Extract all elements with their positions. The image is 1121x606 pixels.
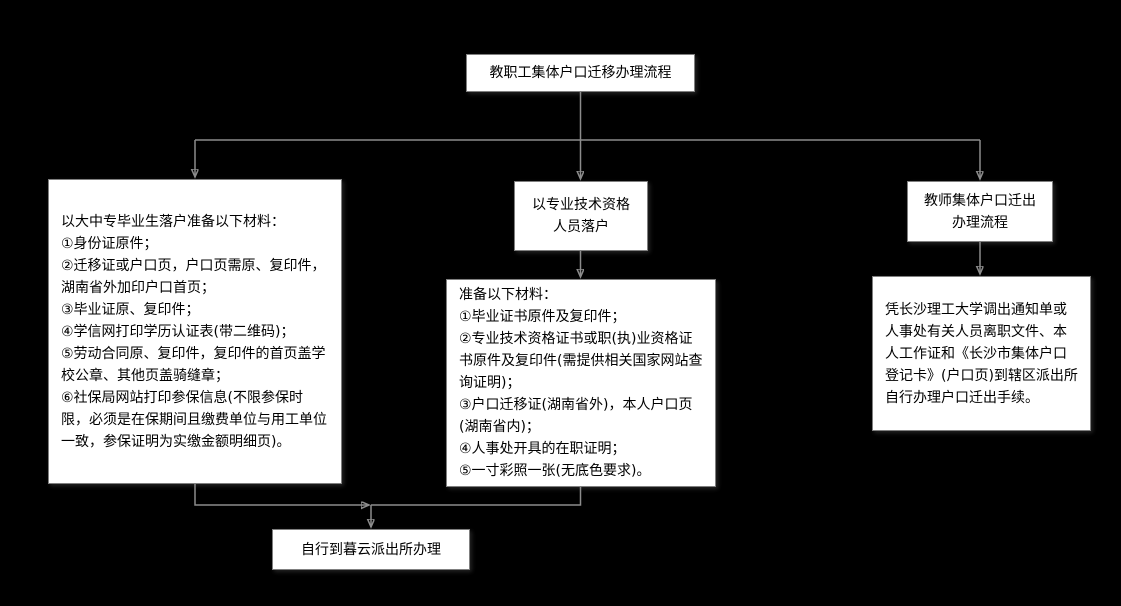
node-moveout-procedure: 凭长沙理工大学调出通知单或人事处有关人员离职文件、本人工作证和《长沙市集体户口登… xyxy=(872,276,1091,431)
node-tech-qualified: 以专业技术资格 人员落户 xyxy=(514,181,648,251)
node-teacher-moveout: 教师集体户口迁出 办理流程 xyxy=(907,181,1053,242)
node-tech-materials: 准备以下材料： ①毕业证书原件及复印件； ②专业技术资格证书或职(执)业资格证书… xyxy=(446,279,716,487)
node-grad-materials: 以大中专毕业生落户准备以下材料： ①身份证原件； ②迁移证或户口页，户口页需原、… xyxy=(48,179,342,484)
connector-grad-to-junction xyxy=(194,484,369,505)
node-title: 教职工集体户口迁移办理流程 xyxy=(466,54,695,92)
node-moveout-procedure-text: 凭长沙理工大学调出通知单或人事处有关人员离职文件、本人工作证和《长沙市集体户口登… xyxy=(885,301,1078,406)
node-title-label: 教职工集体户口迁移办理流程 xyxy=(489,65,672,81)
node-final-step-label: 自行到暮云派出所办理 xyxy=(301,541,441,558)
connector-techmat-to-junction xyxy=(371,487,582,506)
node-grad-materials-text: 以大中专毕业生落户准备以下材料： ①身份证原件； ②迁移证或户口页，户口页需原、… xyxy=(61,213,327,450)
node-tech-qualified-label: 以专业技术资格 人员落户 xyxy=(532,197,630,235)
node-tech-materials-text: 准备以下材料： ①毕业证书原件及复印件； ②专业技术资格证书或职(执)业资格证书… xyxy=(459,287,703,479)
node-teacher-moveout-label: 教师集体户口迁出 办理流程 xyxy=(924,192,1036,231)
node-final-step: 自行到暮云派出所办理 xyxy=(272,529,470,570)
